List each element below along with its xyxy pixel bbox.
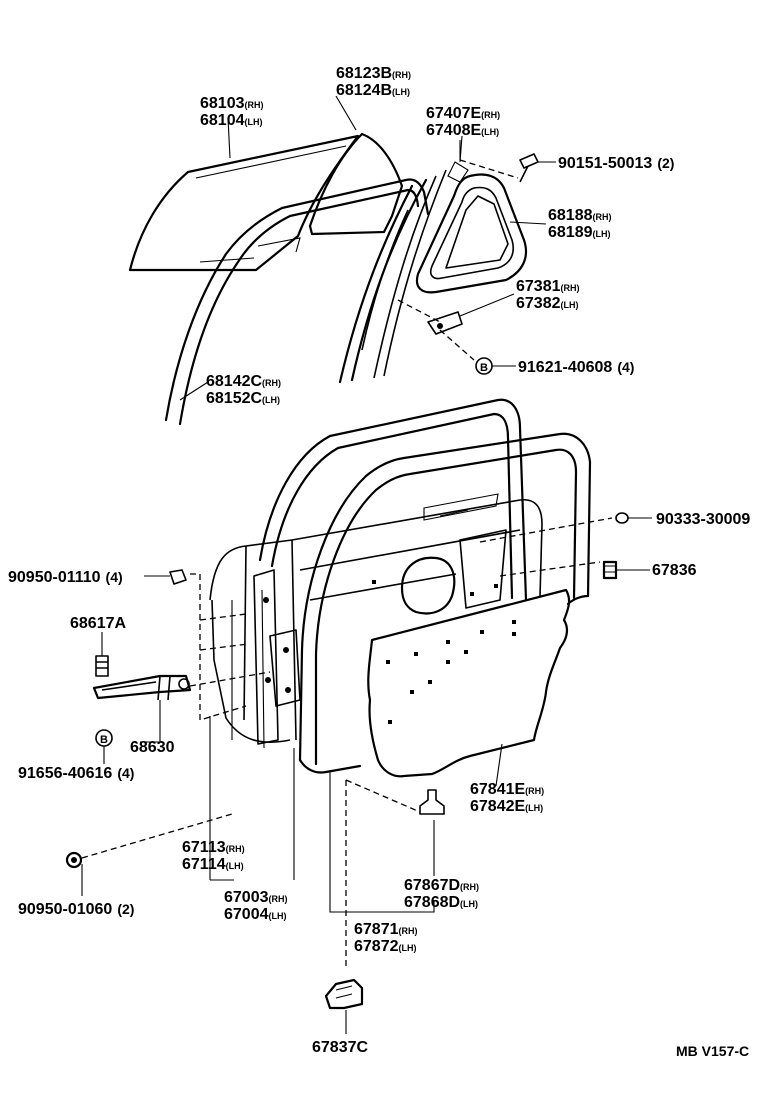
- label-67407E[interactable]: 67407E(RH): [426, 105, 500, 122]
- label-67841E[interactable]: 67841E(RH): [470, 781, 544, 798]
- clip-67837C: [324, 978, 364, 1010]
- label-68103[interactable]: 68103(RH): [200, 95, 264, 112]
- svg-text:67868D(LH): 67868D(LH): [404, 894, 478, 911]
- svg-text:67871(RH): 67871(RH): [354, 921, 418, 938]
- svg-text:68188(RH): 68188(RH): [548, 207, 612, 224]
- part-labels: 68103(RH) 68104(LH) 68123B(RH) 68124B(LH…: [8, 65, 750, 1059]
- svg-text:B: B: [100, 734, 108, 746]
- plug-90950-01060: [65, 851, 83, 869]
- hole-plug-90333: [615, 512, 629, 524]
- svg-text:67841E(RH): 67841E(RH): [470, 781, 544, 798]
- label-90950-01110[interactable]: 90950-01110(4): [8, 569, 123, 586]
- label-67872[interactable]: 67872(LH): [354, 938, 417, 955]
- label-67113[interactable]: 67113(RH): [182, 839, 245, 856]
- svg-text:68142C(RH): 68142C(RH): [206, 373, 281, 390]
- label-67837C[interactable]: 67837C: [312, 1039, 368, 1056]
- door-weatherstrip-outer: [258, 398, 528, 602]
- door-check-arm: [92, 674, 192, 700]
- trim-board-holes: [372, 580, 516, 724]
- door-weatherstrip-inner: [298, 432, 592, 762]
- assembly-lines: [81, 159, 613, 970]
- label-67871[interactable]: 67871(RH): [354, 921, 418, 938]
- svg-text:67842E(LH): 67842E(LH): [470, 798, 543, 815]
- svg-text:67836: 67836: [652, 562, 697, 579]
- label-68189[interactable]: 68189(LH): [548, 224, 611, 241]
- label-68617A[interactable]: 68617A: [70, 615, 126, 632]
- svg-text:90950-01110(4): 90950-01110(4): [8, 569, 123, 586]
- label-67114[interactable]: 67114(LH): [182, 856, 244, 873]
- clip-67867D: [419, 789, 445, 815]
- label-67382[interactable]: 67382(LH): [516, 295, 579, 312]
- clip-90950-01110: [169, 569, 187, 585]
- svg-text:91621-40608(4): 91621-40608(4): [518, 359, 634, 376]
- svg-text:67381(RH): 67381(RH): [516, 278, 580, 295]
- label-67004[interactable]: 67004(LH): [224, 906, 287, 923]
- label-68152C[interactable]: 68152C(LH): [206, 390, 280, 407]
- svg-text:90950-01060(2): 90950-01060(2): [18, 901, 134, 918]
- label-68630[interactable]: 68630: [130, 739, 175, 756]
- parts-illustration: B: [65, 95, 652, 1034]
- svg-text:67867D(RH): 67867D(RH): [404, 877, 479, 894]
- svg-text:67382(LH): 67382(LH): [516, 295, 579, 312]
- door-check-pin: [95, 655, 109, 677]
- svg-text:68124B(LH): 68124B(LH): [336, 82, 410, 99]
- svg-text:68630: 68630: [130, 739, 175, 756]
- service-hole: [400, 556, 456, 615]
- svg-text:67407E(RH): 67407E(RH): [426, 105, 500, 122]
- svg-text:68152C(LH): 68152C(LH): [206, 390, 280, 407]
- label-67867D[interactable]: 67867D(RH): [404, 877, 479, 894]
- svg-text:MB V157-C: MB V157-C: [676, 1043, 749, 1059]
- svg-text:67872(LH): 67872(LH): [354, 938, 417, 955]
- door-trim-board: [367, 588, 571, 778]
- label-90950-01060[interactable]: 90950-01060(2): [18, 901, 134, 918]
- division-bar: [338, 178, 428, 384]
- svg-text:68103(RH): 68103(RH): [200, 95, 264, 112]
- door-hinge-area: [253, 569, 279, 745]
- quarter-glass-shape: [308, 132, 404, 236]
- label-68123B[interactable]: 68123B(RH): [336, 65, 411, 82]
- label-68188[interactable]: 68188(RH): [548, 207, 612, 224]
- quarter-glass-seal: [415, 173, 528, 294]
- svg-text:67113(RH): 67113(RH): [182, 839, 245, 856]
- label-68104[interactable]: 68104(LH): [200, 112, 263, 129]
- svg-text:68123B(RH): 68123B(RH): [336, 65, 411, 82]
- diagram-reference-code: MB V157-C: [676, 1043, 749, 1059]
- door-cushion-67836: [602, 560, 618, 580]
- label-68124B[interactable]: 68124B(LH): [336, 82, 410, 99]
- svg-text:67004(LH): 67004(LH): [224, 906, 287, 923]
- svg-text:67003(RH): 67003(RH): [224, 889, 288, 906]
- label-68142C[interactable]: 68142C(RH): [206, 373, 281, 390]
- door-shell: [209, 499, 543, 601]
- svg-text:B: B: [480, 362, 488, 374]
- quarter-window-bracket: [427, 311, 463, 335]
- label-90333-30009[interactable]: 90333-30009: [656, 511, 750, 528]
- screw-90151: [519, 153, 539, 183]
- label-67003[interactable]: 67003(RH): [224, 889, 288, 906]
- svg-text:67837C: 67837C: [312, 1039, 368, 1056]
- label-91621-40608[interactable]: 91621-40608(4): [518, 359, 634, 376]
- svg-text:90333-30009: 90333-30009: [656, 511, 750, 528]
- label-67868D[interactable]: 67868D(LH): [404, 894, 478, 911]
- svg-text:68189(LH): 68189(LH): [548, 224, 611, 241]
- label-67836[interactable]: 67836: [652, 562, 697, 579]
- door-glass-shape: [128, 134, 360, 272]
- svg-text:68617A: 68617A: [70, 615, 126, 632]
- label-91656-40616[interactable]: 91656-40616(4): [18, 765, 134, 782]
- svg-text:67114(LH): 67114(LH): [182, 856, 244, 873]
- svg-text:67408E(LH): 67408E(LH): [426, 122, 499, 139]
- glass-run-channel: [164, 178, 430, 422]
- svg-text:91656-40616(4): 91656-40616(4): [18, 765, 134, 782]
- label-67381[interactable]: 67381(RH): [516, 278, 580, 295]
- label-67408E[interactable]: 67408E(LH): [426, 122, 499, 139]
- svg-text:90151-50013(2): 90151-50013(2): [558, 155, 674, 172]
- label-90151-50013[interactable]: 90151-50013(2): [558, 155, 674, 172]
- leader-lines: [81, 95, 652, 1034]
- svg-text:68104(LH): 68104(LH): [200, 112, 263, 129]
- label-67842E[interactable]: 67842E(LH): [470, 798, 543, 815]
